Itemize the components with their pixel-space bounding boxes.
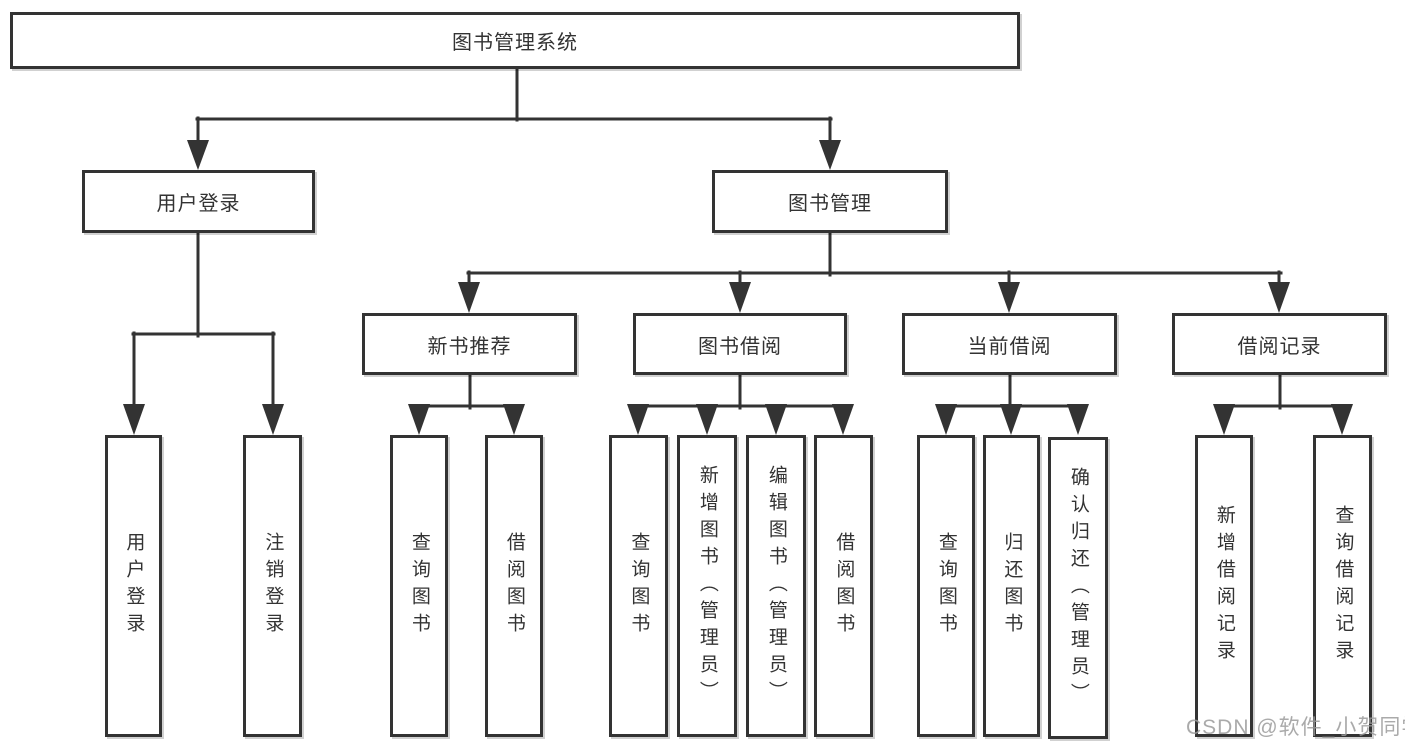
node-label: 查询图书 bbox=[628, 532, 650, 640]
node-book-management: 图书管理 bbox=[712, 170, 948, 233]
node-label: 借阅图书 bbox=[503, 532, 525, 640]
arrow-down-icon bbox=[408, 404, 430, 435]
arrow-down-icon bbox=[123, 404, 145, 435]
node-label: 编辑图书（管理员） bbox=[765, 464, 787, 708]
leaf-borrow-add-books-admin: 新增图书（管理员） bbox=[677, 435, 737, 737]
arrow-down-icon bbox=[187, 140, 209, 170]
node-library-management-system: 图书管理系统 bbox=[10, 12, 1020, 69]
node-label: 用户登录 bbox=[156, 193, 241, 215]
node-label: 查询借阅记录 bbox=[1332, 505, 1354, 667]
leaf-newbook-query-books: 查询图书 bbox=[390, 435, 448, 737]
arrow-down-icon bbox=[765, 404, 787, 435]
leaf-borrow-query-books: 查询图书 bbox=[609, 435, 668, 737]
node-label: 借阅记录 bbox=[1237, 335, 1322, 358]
node-label: 新增借阅记录 bbox=[1213, 505, 1235, 667]
arrow-down-icon bbox=[503, 404, 525, 435]
arrow-down-icon bbox=[998, 282, 1020, 313]
node-label: 查询图书 bbox=[408, 532, 430, 640]
arrow-down-icon bbox=[1268, 282, 1290, 313]
arrow-down-icon bbox=[1213, 404, 1235, 435]
leaf-current-confirm-return-admin: 确认归还（管理员） bbox=[1048, 437, 1108, 739]
node-current-borrowing: 当前借阅 bbox=[902, 313, 1117, 375]
node-label: 当前借阅 bbox=[967, 335, 1052, 358]
arrow-down-icon bbox=[832, 404, 854, 435]
node-borrowing-records: 借阅记录 bbox=[1172, 313, 1387, 375]
leaf-borrow-borrow-books: 借阅图书 bbox=[814, 435, 873, 737]
leaf-records-query-record: 查询借阅记录 bbox=[1313, 435, 1372, 737]
leaf-newbook-borrow-books: 借阅图书 bbox=[485, 435, 543, 737]
leaf-current-return-books: 归还图书 bbox=[983, 435, 1040, 737]
node-label: 图书借阅 bbox=[698, 335, 782, 358]
node-label: 查询图书 bbox=[935, 532, 957, 640]
node-label: 借阅图书 bbox=[833, 532, 855, 640]
arrow-down-icon bbox=[1000, 404, 1022, 435]
node-label: 图书管理系统 bbox=[452, 32, 578, 54]
leaf-user-login: 用户登录 bbox=[105, 435, 162, 737]
node-label: 注销登录 bbox=[262, 532, 284, 640]
arrow-down-icon bbox=[262, 404, 284, 435]
node-label: 用户登录 bbox=[123, 532, 145, 640]
node-label: 新书推荐 bbox=[427, 335, 512, 358]
arrow-down-icon bbox=[729, 282, 751, 313]
leaf-records-add-record: 新增借阅记录 bbox=[1195, 435, 1253, 737]
leaf-logout: 注销登录 bbox=[243, 435, 302, 737]
arrow-down-icon bbox=[819, 140, 841, 170]
node-label: 确认归还（管理员） bbox=[1067, 466, 1089, 710]
arrow-down-icon bbox=[1331, 404, 1353, 435]
node-new-book-recommendation: 新书推荐 bbox=[362, 313, 577, 375]
leaf-current-query-books: 查询图书 bbox=[917, 435, 975, 737]
arrow-down-icon bbox=[1067, 404, 1089, 435]
watermark: CSDN @软件_小贺同学 bbox=[1186, 716, 1405, 739]
node-label: 图书管理 bbox=[788, 193, 872, 215]
leaf-borrow-edit-books-admin: 编辑图书（管理员） bbox=[746, 435, 806, 737]
node-book-borrowing: 图书借阅 bbox=[633, 313, 847, 375]
node-label: 归还图书 bbox=[1001, 532, 1023, 640]
node-label: 新增图书（管理员） bbox=[696, 464, 718, 708]
node-user-login: 用户登录 bbox=[82, 170, 315, 233]
arrow-down-icon bbox=[935, 404, 957, 435]
arrow-down-icon bbox=[696, 404, 718, 435]
arrow-down-icon bbox=[627, 404, 649, 435]
arrow-down-icon bbox=[458, 282, 480, 313]
